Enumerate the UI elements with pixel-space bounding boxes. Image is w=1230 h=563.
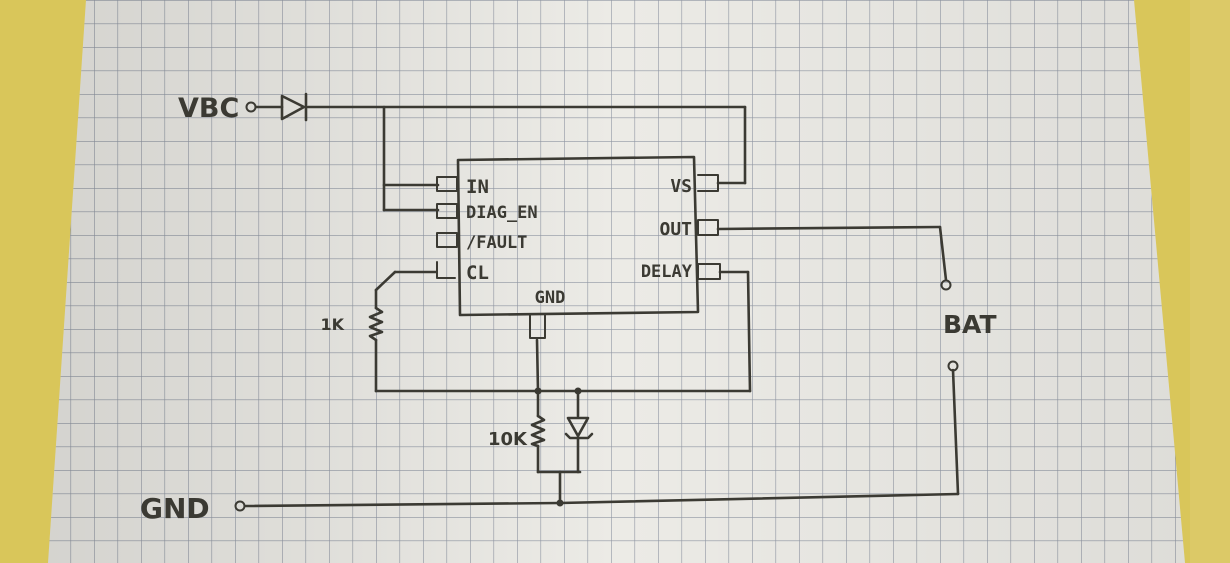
ic-left-pins — [436, 176, 458, 279]
graph-paper — [48, 0, 1185, 563]
ic-right-pins — [697, 174, 721, 280]
desk-edge — [1190, 0, 1230, 563]
terminal-vbc — [245, 101, 257, 113]
terminal-bat-positive — [940, 279, 952, 291]
terminal-gnd — [234, 500, 246, 512]
ic-left-pin-labels: IN DIAG_EN /FAULT CL — [466, 176, 538, 284]
junctions — [534, 387, 582, 507]
terminal-bat-negative — [947, 360, 959, 372]
label-bat: BAT — [943, 310, 997, 339]
zener-diode — [564, 416, 594, 440]
label-gnd: GND — [140, 492, 210, 525]
pin-label-in: IN — [466, 176, 489, 198]
pin-label-gnd: GND — [535, 288, 566, 308]
ic-right-pin-labels: VS OUT DELAY — [641, 176, 693, 282]
label-10k: 10K — [488, 429, 528, 450]
ic-body — [456, 155, 700, 317]
label-vbc: VBC — [178, 93, 239, 124]
diode-vbc — [280, 92, 308, 122]
resistor-10k — [530, 414, 546, 448]
pin-label-cl: CL — [466, 262, 489, 284]
pin-label-out: OUT — [659, 219, 692, 240]
pin-label-delay: DELAY — [641, 262, 693, 282]
ic-gnd-pin — [529, 313, 546, 339]
wires — [244, 105, 960, 508]
pin-label-vs: VS — [670, 176, 692, 197]
label-1k: 1K — [320, 315, 344, 334]
pin-label-fault: /FAULT — [466, 233, 527, 253]
resistor-1k — [368, 306, 384, 342]
pin-label-diag-en: DIAG_EN — [466, 203, 538, 223]
